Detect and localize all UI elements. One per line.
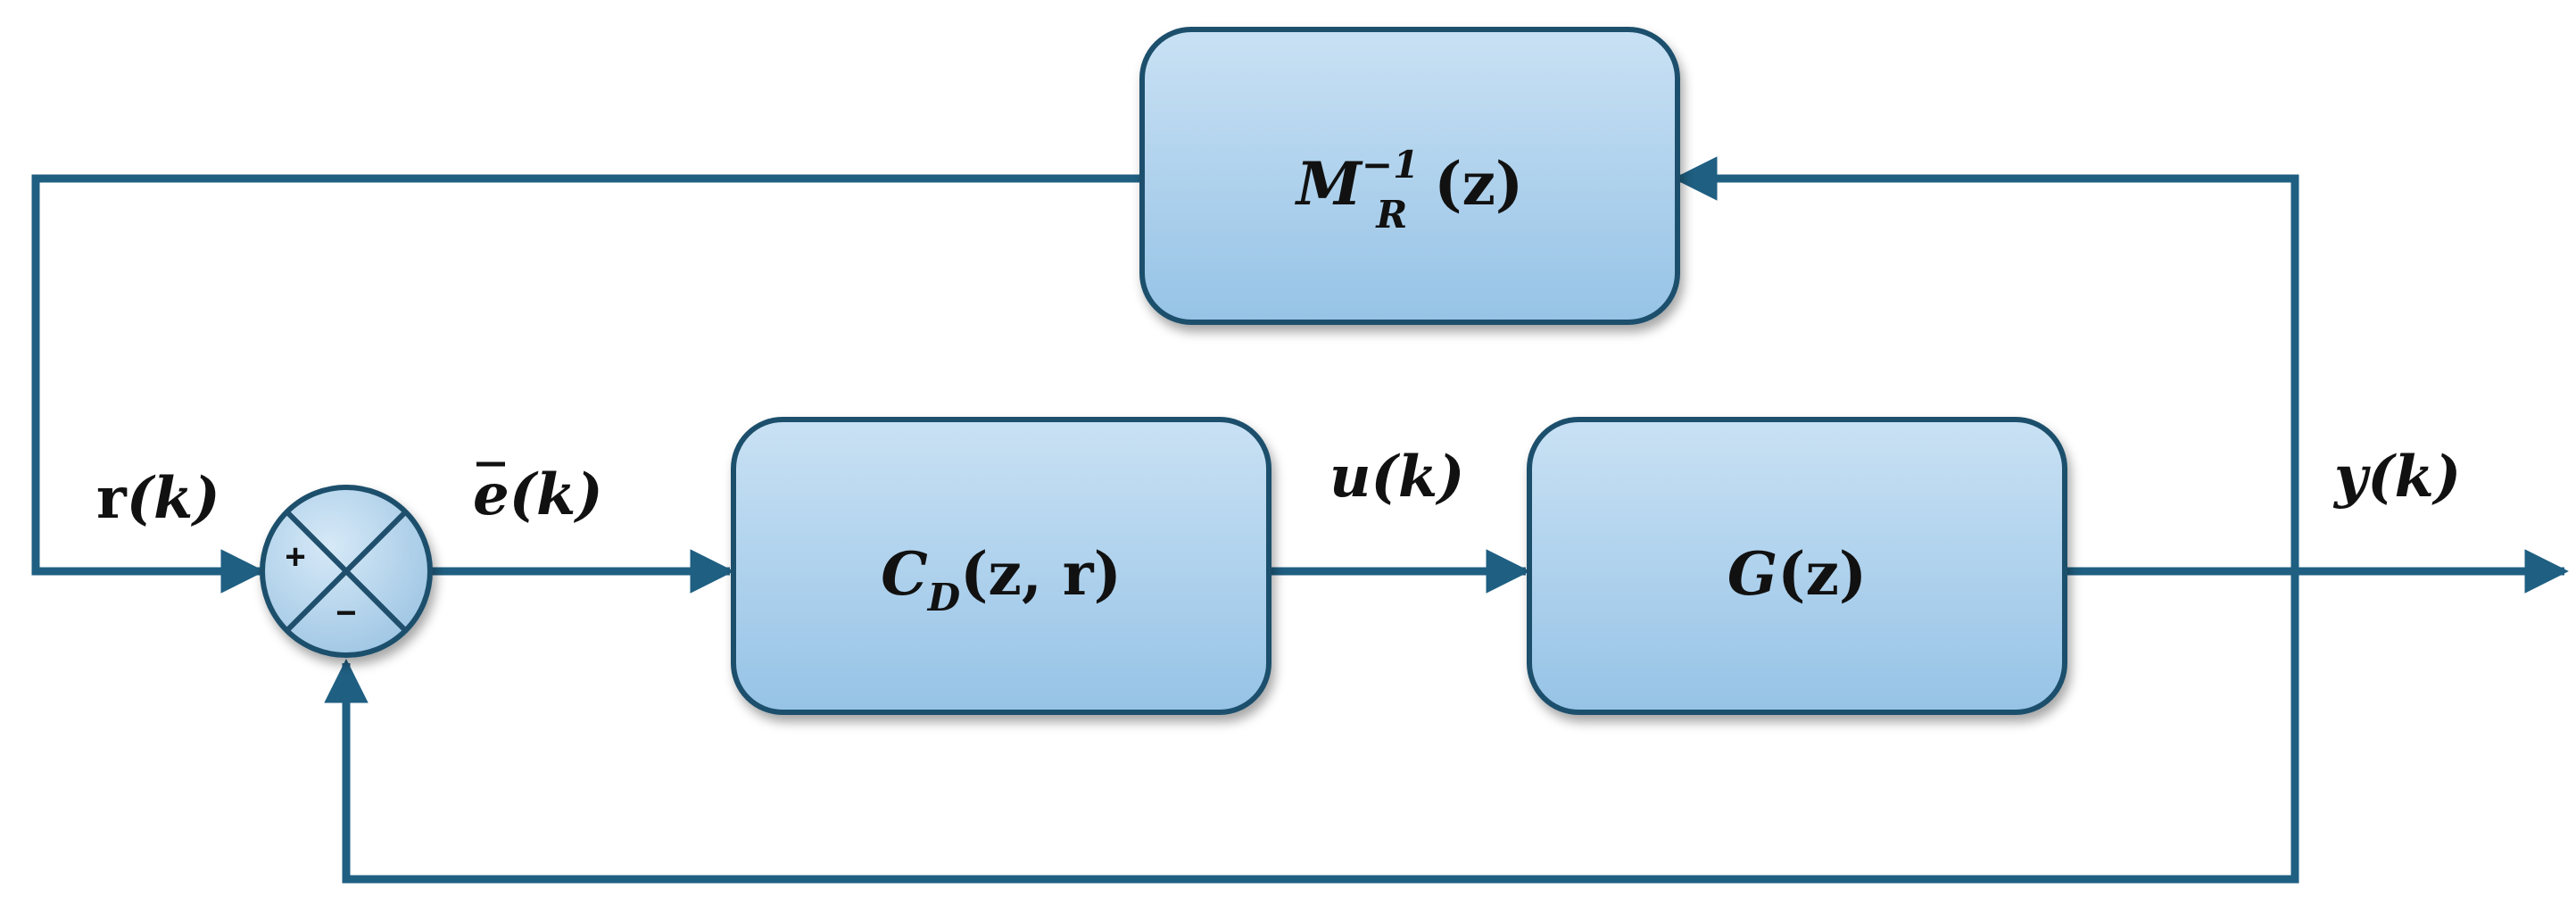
output-feedback-path xyxy=(324,571,2299,884)
plant-label: G(z) xyxy=(1727,539,1867,609)
summing-junction-cross xyxy=(285,510,408,633)
output-to-inverse-model-path xyxy=(1673,156,2299,571)
control-signal-label: u(k) xyxy=(1329,444,1464,511)
plus-sign: + xyxy=(285,537,305,577)
reference-signal-label: r(k) xyxy=(96,465,220,532)
minus-sign: − xyxy=(335,594,356,633)
controller-block xyxy=(731,417,1271,715)
inverse-model-block xyxy=(1139,27,1680,325)
controller-label: CD(z, r) xyxy=(881,539,1122,619)
error-signal-label: e(k) xyxy=(473,461,603,528)
output-signal-label: y(k) xyxy=(2332,444,2461,511)
svg-text:e(k): e(k) xyxy=(473,461,603,528)
reference-feedforward-path xyxy=(31,174,1142,594)
plant-block xyxy=(1527,417,2067,715)
